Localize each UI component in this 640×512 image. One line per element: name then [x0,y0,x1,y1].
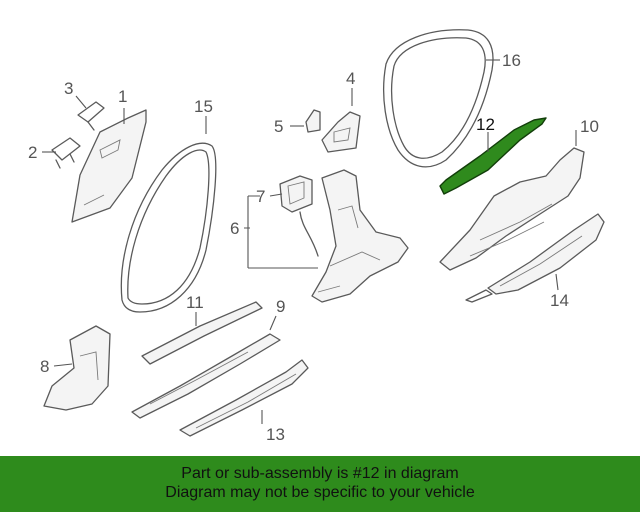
callout-2: 2 [28,143,37,162]
part-8-kick-panel [43,325,111,411]
leader-3 [75,95,87,109]
callout-14: 14 [550,291,569,310]
callout-1: 1 [118,87,127,106]
part-12-highlighted-trim [439,117,547,195]
part-13-front-scuff-plate [179,359,309,437]
banner-line-2: Diagram may not be specific to your vehi… [165,484,475,501]
callout-3: 3 [64,79,73,98]
part-15-front-door-seal [120,142,217,313]
part-10-quarter-trim [439,147,585,271]
leader-6 [244,195,318,269]
callout-11: 11 [186,293,204,312]
part-info-banner: Part or sub-assembly is #12 in diagram D… [0,456,640,512]
leader-8 [53,363,73,367]
callout-12: 12 [476,115,495,134]
callout-13: 13 [266,425,285,444]
part-2-clip [51,137,81,169]
callout-6: 6 [230,219,239,238]
part-9-sill-inner [131,333,281,419]
callout-10: 10 [580,117,599,136]
part-4-bracket [321,111,361,153]
callout-16: 16 [502,51,521,70]
callout-8: 8 [40,357,49,376]
callout-5: 5 [274,117,283,136]
part-11-sill-trim [141,301,263,365]
banner-line-1: Part or sub-assembly is #12 in diagram [181,465,459,482]
parts-diagram: 1 2 3 4 5 6 7 8 9 10 11 12 13 14 15 16 [28,29,605,444]
part-6-b-pillar-lower-trim [311,169,409,303]
part-16-rear-door-seal [383,29,494,168]
callout-15: 15 [194,97,213,116]
part-1-a-pillar-trim [71,109,147,223]
leader-7 [269,193,283,197]
callout-7: 7 [256,187,265,206]
callout-4: 4 [346,69,355,88]
part-14-rear-scuff-plate [465,213,605,303]
part-7-seat-belt-retractor [279,175,319,257]
callout-9: 9 [276,297,285,316]
part-5-clip [305,109,321,133]
leader-14 [555,273,559,291]
part-3-clip [77,101,105,131]
leader-9 [269,315,277,331]
